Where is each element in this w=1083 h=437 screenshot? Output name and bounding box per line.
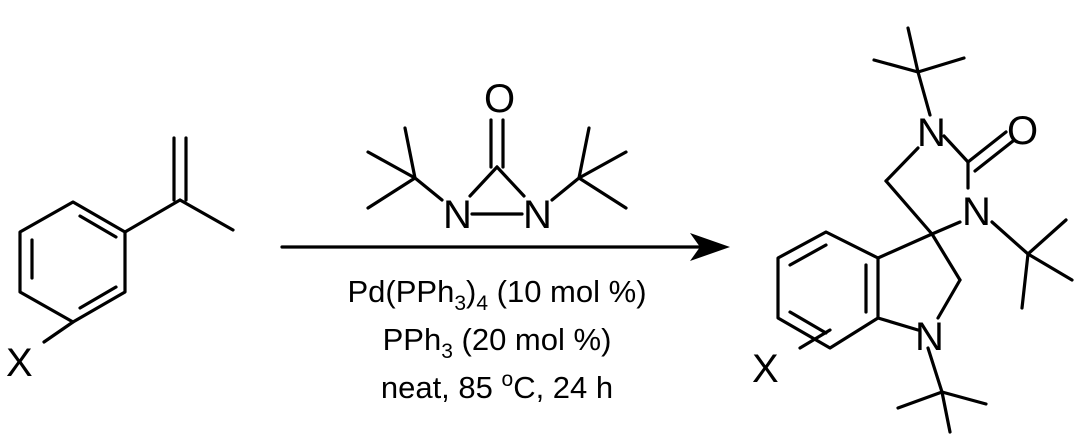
reagent-nitrogen-right-label: N (523, 193, 552, 237)
product-tbu-right-methyl (1026, 252, 1074, 282)
reagent-tbu-right-bond (550, 176, 581, 202)
product-c3a-spiro-bond (876, 232, 934, 260)
product-carbonyl-double-bond (973, 139, 1015, 173)
substrate-aromatic-double-bond (78, 214, 118, 239)
product-tbu-top-methyl (916, 56, 966, 74)
product-tbu-top-methyl (906, 26, 920, 74)
reagent-ring-bond (495, 165, 526, 198)
product-tbu-bottom-bond (926, 346, 944, 394)
product-tbu-bottom-methyl (896, 390, 944, 410)
product-tbu-right-methyl (1026, 218, 1068, 256)
product-n-right-spiro-bond (930, 220, 962, 236)
reagent-tbu-left-methyl (403, 126, 417, 180)
product-aromatic-double-bond (788, 243, 828, 267)
reaction-arrow (280, 233, 730, 261)
product-substituent-x: X (752, 347, 779, 391)
product-spiro-indoline: N O N N X (752, 26, 1074, 434)
product-ch2-n-top-bond (884, 146, 920, 183)
product-n-top-carbonyl-bond (942, 134, 970, 164)
reagent-tbu-right-methyl (577, 176, 628, 210)
product-n1-c7a-bond (876, 316, 920, 332)
reagent-tbu-left-bond (413, 176, 444, 202)
product-nitrogen-top-label: N (917, 111, 946, 155)
substrate-methyl-bond (178, 198, 235, 232)
reaction-conditions: Pd(PPh3)4 (10 mol %) PPh3 (20 mol %) nea… (347, 274, 646, 405)
substrate-substituent-bond (42, 320, 75, 344)
product-tbu-right-bond (990, 220, 1030, 256)
product-carbonyl-double-bond (966, 130, 1008, 164)
substrate-substituent-x: X (6, 341, 33, 385)
product-nitrogen-right-label: N (962, 190, 991, 234)
product-aromatic-double-bond (788, 310, 828, 335)
reagent-tbu-left-methyl (366, 150, 417, 180)
reagent-tbu-right-methyl (577, 126, 591, 180)
product-ch2-n1-bond (936, 278, 962, 320)
reagent-nitrogen-left-label: N (443, 193, 472, 237)
product-oxygen-label: O (1007, 109, 1038, 153)
reagent-tbu-right-methyl (577, 150, 628, 180)
conditions-ligand: PPh3 (20 mol %) (383, 322, 612, 363)
product-tbu-bottom-methyl (940, 390, 952, 434)
product-tbu-top-bond (916, 70, 932, 117)
product-tbu-bottom-methyl (940, 390, 988, 406)
substrate-alpha-methylstyrene: X (6, 136, 235, 385)
product-substituent-bond (798, 328, 832, 350)
product-nitrogen-bottom-label: N (915, 315, 944, 359)
substrate-benzene-ring (18, 200, 127, 324)
reaction-arrow-head (690, 233, 730, 261)
product-spiro-ch2-up-bond (884, 179, 934, 236)
reagent-oxygen-label: O (484, 77, 515, 121)
reagent-tbu-left-methyl (366, 176, 417, 210)
product-tbu-right-methyl (1020, 252, 1030, 310)
reagent-ring-bond (468, 165, 499, 198)
substrate-aromatic-double-bond (78, 285, 118, 310)
conditions-temperature-time: neat, 85 oC, 24 h (381, 368, 613, 405)
product-tbu-top-methyl (872, 58, 920, 74)
product-spiro-ch2-bond (930, 232, 962, 282)
reagent-diaziridinone: O N N (366, 77, 628, 237)
substrate-vinyl-bond (123, 198, 182, 234)
conditions-catalyst: Pd(PPh3)4 (10 mol %) (347, 274, 646, 315)
